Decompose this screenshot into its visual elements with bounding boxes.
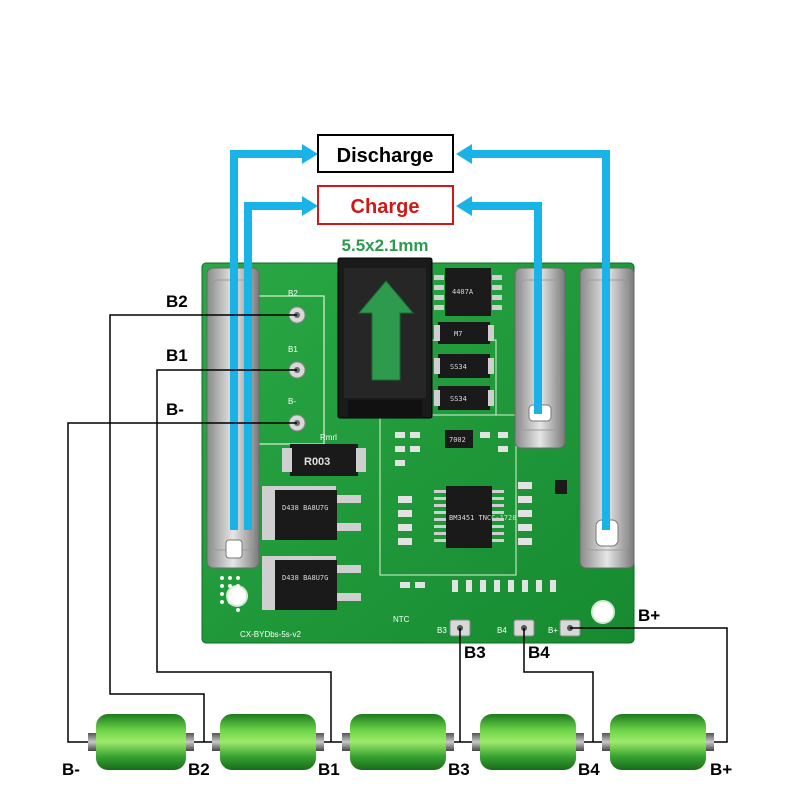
silk-ntc: NTC bbox=[393, 615, 410, 624]
mosfet-1-marking: D438 BA8U7G bbox=[282, 504, 328, 512]
discharge-arrowhead-left bbox=[302, 144, 318, 164]
battery-links bbox=[194, 726, 602, 743]
small-ic: 7002 bbox=[445, 430, 473, 448]
top-chip: 4407A bbox=[434, 268, 502, 316]
silk-b1: B1 bbox=[288, 345, 298, 354]
discharge-arrowhead-right bbox=[456, 144, 472, 164]
small-ic-marking: 7002 bbox=[449, 436, 466, 444]
wiring bbox=[67, 314, 728, 743]
silk-bminus: B- bbox=[288, 397, 296, 406]
charge-flow bbox=[244, 202, 542, 530]
wire-bplus bbox=[570, 627, 728, 743]
top-chip-marking: 4407A bbox=[452, 288, 474, 296]
mosfet-2-marking: D438 BA8U7G bbox=[282, 574, 328, 582]
silk-pad-b4: B4 bbox=[497, 626, 507, 635]
diode-m7: M7 bbox=[434, 322, 494, 344]
charge-arrowhead-left bbox=[302, 196, 318, 216]
label-b1: B1 bbox=[166, 346, 188, 365]
battery-3 bbox=[342, 714, 454, 770]
wire-b2 bbox=[109, 314, 297, 726]
charge-arrowhead-right bbox=[456, 196, 472, 216]
label-b2: B2 bbox=[166, 292, 188, 311]
label-bminus: B- bbox=[166, 400, 184, 419]
silk-pad-b3: B3 bbox=[437, 626, 447, 635]
wire-bminus bbox=[67, 422, 297, 743]
battery-2 bbox=[212, 714, 324, 770]
diode-ss34-a-marking: SS34 bbox=[450, 363, 467, 371]
battery-label-b3: B3 bbox=[448, 760, 470, 779]
diode-ss34-b-marking: SS34 bbox=[450, 395, 467, 403]
discharge-box: Discharge bbox=[317, 134, 454, 173]
diode-m7-marking: M7 bbox=[454, 330, 462, 338]
main-ic-marking: BM3451 TNCC-1728 bbox=[449, 514, 516, 522]
battery-label-b2: B2 bbox=[188, 760, 210, 779]
discharge-label: Discharge bbox=[337, 145, 434, 167]
mount-hole-right bbox=[591, 600, 615, 624]
label-bplus: B+ bbox=[638, 606, 660, 625]
charge-input-arrow bbox=[357, 280, 415, 381]
smd-components bbox=[395, 432, 567, 592]
mosfet-2: D438 BA8U7G bbox=[262, 556, 361, 610]
silk-pad-bplus: B+ bbox=[548, 626, 558, 635]
battery-label-bminus: B- bbox=[62, 760, 80, 779]
connector-size-label: 5.5x2.1mm bbox=[342, 236, 429, 255]
silk-b2: B2 bbox=[288, 289, 298, 298]
wire-b1 bbox=[156, 369, 332, 726]
wire-b4 bbox=[523, 628, 594, 726]
battery-label-b1: B1 bbox=[318, 760, 340, 779]
label-b4: B4 bbox=[528, 643, 550, 662]
silk-pcb-name: CX-BYDbs-5s-v2 bbox=[240, 630, 301, 639]
main-ic: BM3451 TNCC-1728 bbox=[434, 486, 516, 548]
label-b3: B3 bbox=[464, 643, 486, 662]
charge-box: Charge bbox=[317, 185, 454, 225]
sense-resistor-marking: R003 bbox=[304, 456, 330, 468]
mosfet-1: D438 BA8U7G bbox=[262, 486, 361, 540]
discharge-flow bbox=[230, 150, 610, 530]
diode-ss34-a: SS34 bbox=[434, 354, 494, 378]
diode-ss34-b: SS34 bbox=[434, 386, 494, 410]
battery-5 bbox=[602, 714, 714, 770]
charge-label: Charge bbox=[351, 196, 420, 218]
sense-resistor: R003 Rmrl bbox=[282, 433, 366, 476]
battery-1 bbox=[88, 714, 194, 770]
battery-label-b4: B4 bbox=[578, 760, 600, 779]
battery-4 bbox=[472, 714, 584, 770]
battery-label-bplus: B+ bbox=[710, 760, 732, 779]
silk-rsense: Rmrl bbox=[320, 433, 337, 442]
